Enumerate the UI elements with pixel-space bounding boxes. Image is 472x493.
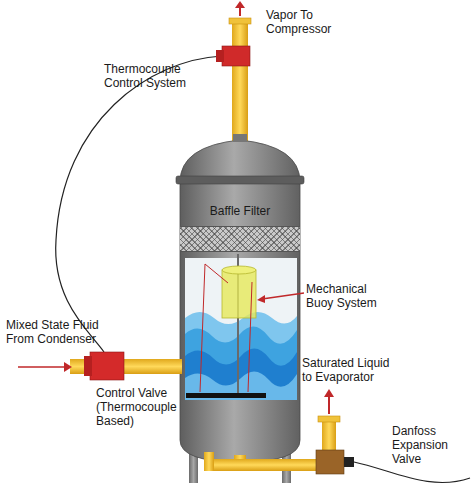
flow-arrowhead [235,1,245,8]
valve-actuator [344,457,354,467]
baffle-plate [186,393,266,398]
control-valve [90,352,124,380]
callout-label: Saturated Liquid to Evaporator [302,356,402,384]
callout-label: Vapor To Compressor [266,8,348,36]
valve-flange [84,356,92,376]
outlet-pipe [204,459,328,471]
baffle-band: Baffle Filter [180,204,300,252]
flow-arrowhead [324,389,334,397]
expansion-valve [316,450,344,474]
callout-label: Danfoss Expansion Valve [392,424,454,466]
thermocouple-block [222,46,250,66]
vessel-shell [180,140,300,462]
liquid-wave [185,371,297,400]
vapor-pipe [232,18,248,142]
thermocouple-stub [216,50,224,62]
top-nozzle [233,134,247,142]
outlet-pipe [204,452,214,471]
flow-arrow [18,366,66,368]
callout-arrow [262,293,304,299]
pipe-collar [229,18,251,24]
cutaway-window [185,258,297,400]
flow-arrow [328,396,330,414]
buoy-top [222,266,256,274]
linkage-line [205,264,228,283]
linkage-line [200,264,205,392]
pipe-collar [318,416,340,422]
vessel-flange [176,176,304,184]
band-label: Baffle Filter [180,204,300,218]
callout-label: Thermocouple Control System [104,62,199,90]
callout-arrowhead [257,295,265,303]
filter-mesh [180,226,300,252]
callout-label: Mechanical Buoy System [306,282,388,310]
callout-label: Mixed State Fluid From Condenser [6,318,118,346]
callout-label: Control Valve (Thermocouple Based) [96,386,184,428]
linkage-line [248,282,252,392]
evaporator-pipe [322,418,336,454]
flow-arrowhead [64,362,72,372]
